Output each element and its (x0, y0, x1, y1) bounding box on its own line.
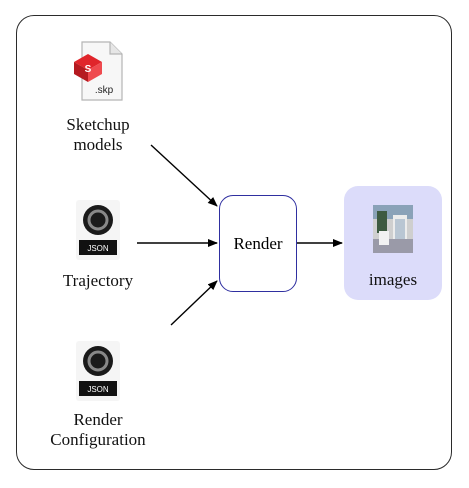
trajectory-json-icon: JSON (76, 200, 120, 260)
sketchup-label-line2: models (73, 135, 123, 154)
json-text: JSON (87, 385, 109, 394)
skp-extension-text: .skp (95, 85, 114, 96)
config-label-line2: Configuration (50, 430, 146, 449)
svg-text:S: S (85, 64, 92, 75)
trajectory-label: Trajectory (62, 271, 134, 290)
images-label: images (368, 270, 418, 289)
image-thumbnail-icon (373, 205, 413, 253)
render-node-label: Render (233, 233, 283, 253)
config-label-line1: Render (73, 410, 123, 429)
diagram-frame (16, 15, 452, 470)
images-node: images (344, 186, 442, 300)
render-node: Render (219, 195, 297, 292)
arrow-sketchup-to-render (150, 144, 218, 207)
arrow-config-to-render (170, 280, 218, 326)
sketchup-label: Sketchup models (50, 115, 146, 155)
sketchup-file-icon: S .skp (74, 41, 123, 101)
sketchup-label-line1: Sketchup (66, 115, 130, 134)
config-json-icon: JSON (76, 341, 120, 401)
config-label: Render Configuration (40, 410, 156, 450)
json-text: JSON (87, 244, 109, 253)
